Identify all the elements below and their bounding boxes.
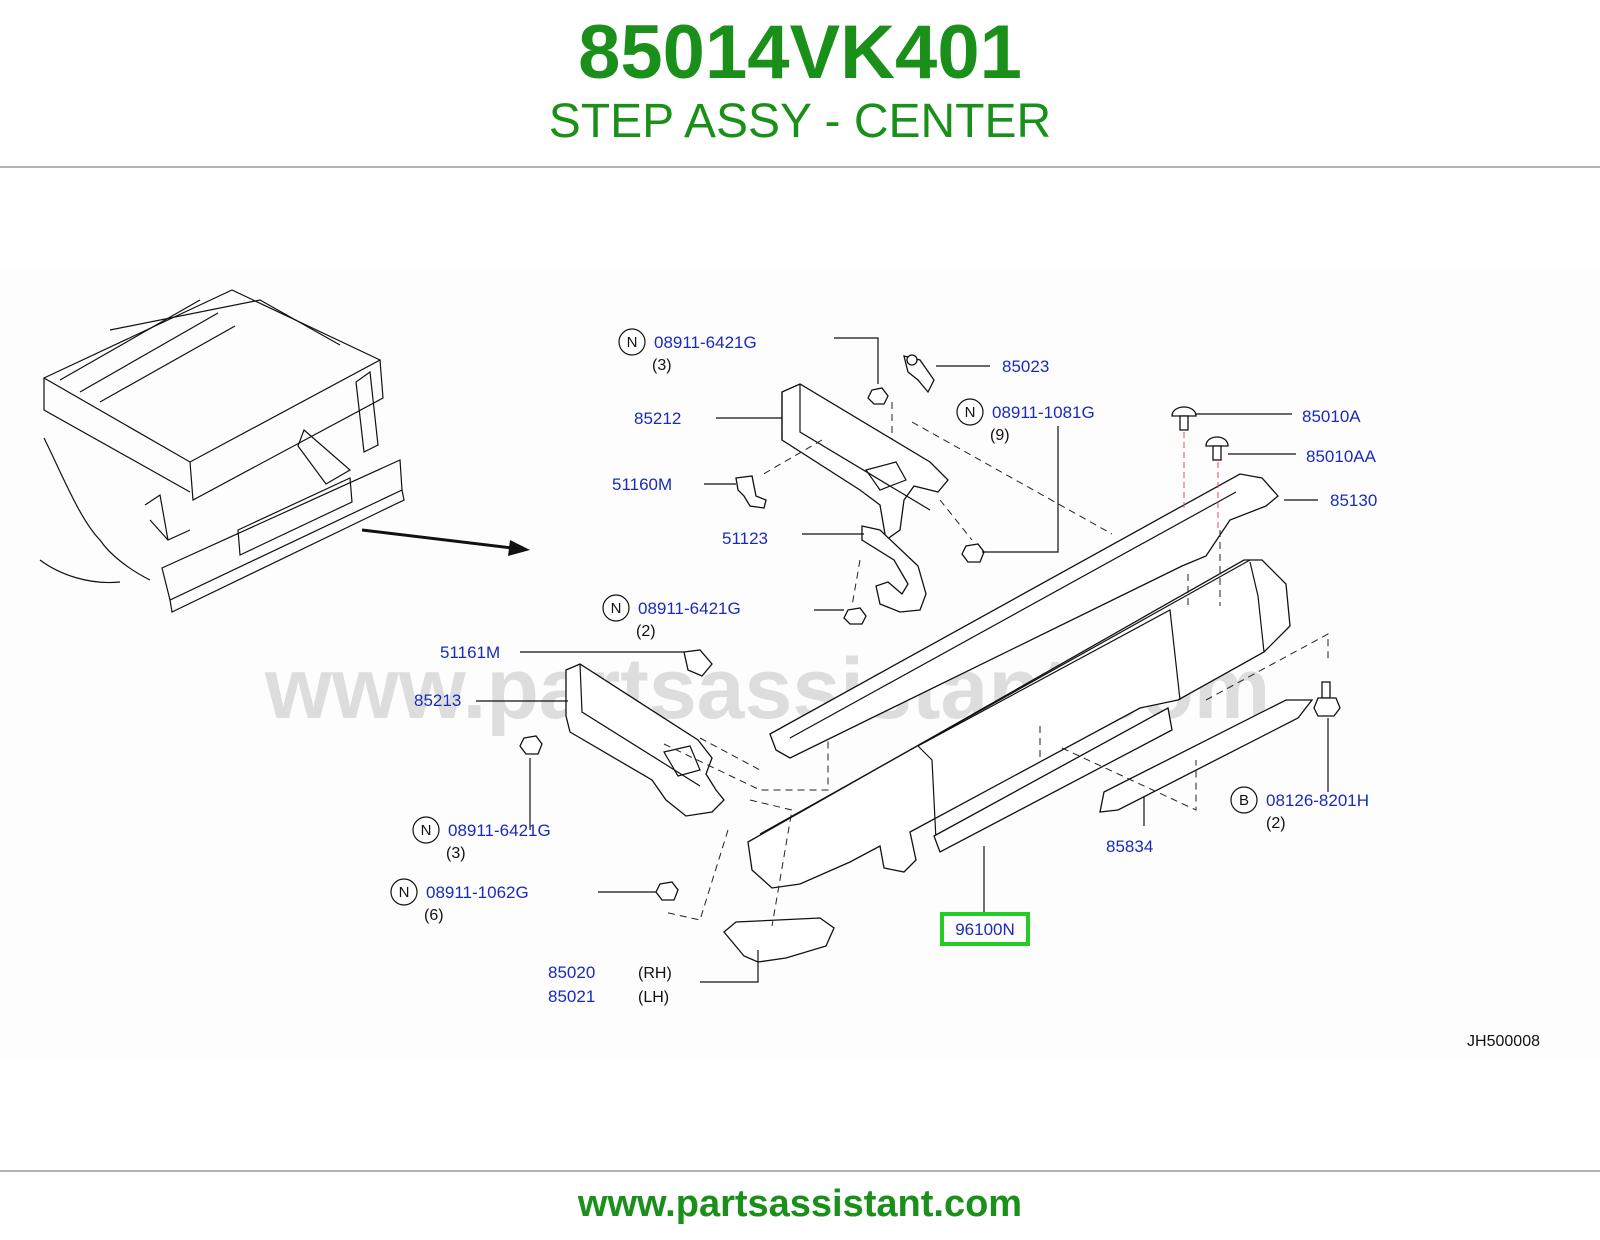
callout-label: 85834: [1106, 837, 1153, 856]
callout-qty: (3): [652, 357, 672, 374]
callout-label: 85213: [414, 691, 461, 710]
nut-08911-1081G: [961, 543, 985, 563]
callout-label: 51161M: [440, 643, 500, 662]
diagram-reference-code: JH500008: [1467, 1033, 1540, 1050]
part-number-title: 85014VK401: [578, 10, 1022, 95]
truck-rear-inset-illustration: [39, 289, 405, 613]
callout-qty: (6): [424, 907, 444, 924]
callout-85834[interactable]: 85834: [1106, 837, 1153, 856]
callout-51160M[interactable]: 51160M: [612, 475, 672, 494]
callout-label: 08911-1081G: [992, 403, 1095, 422]
callout-side: (RH): [638, 965, 672, 982]
part-name-subtitle: STEP ASSY - CENTER: [548, 95, 1052, 148]
callout-08911-6421G-middle[interactable]: N 08911-6421G (2): [602, 594, 741, 640]
clip-51161M-drawing: [683, 649, 713, 677]
callout-08911-6421G-upper[interactable]: N 08911-6421G (3): [618, 328, 757, 374]
callout-badge: N: [399, 884, 410, 901]
callout-badge: N: [421, 822, 432, 839]
callout-85010AA[interactable]: 85010AA: [1306, 447, 1377, 466]
callout-qty: (9): [990, 427, 1010, 444]
callout-label: 85010AA: [1306, 447, 1377, 466]
callout-96100N-highlighted[interactable]: 96100N: [940, 912, 1030, 946]
page-header: 85014VK401 STEP ASSY - CENTER: [0, 0, 1600, 168]
end-cap-85020-85021-drawing: [723, 917, 835, 963]
footer-website-link[interactable]: www.partsassistant.com: [577, 1183, 1023, 1225]
plate-85130-drawing: [769, 473, 1279, 759]
callout-badge: N: [627, 334, 638, 351]
callout-label: 51123: [722, 529, 768, 548]
callout-label: 51160M: [612, 475, 672, 494]
callout-label: 08911-6421G: [448, 821, 551, 840]
bolt-08126-8201H-drawing: [1313, 681, 1341, 717]
callout-label: 85010A: [1302, 407, 1361, 426]
exploded-parts-diagram: www.partsassistant.com: [39, 289, 1540, 1050]
direction-arrow: [361, 528, 530, 556]
header-divider: [0, 166, 1600, 168]
callout-badge: N: [611, 600, 622, 617]
callout-51123[interactable]: 51123: [722, 529, 768, 548]
clip-85010AA-drawing: [1205, 436, 1229, 461]
highlight-box: [940, 912, 1030, 946]
callout-qty: (2): [636, 623, 656, 640]
alignment-dashes: [663, 402, 1329, 927]
callout-85010A[interactable]: 85010A: [1302, 407, 1361, 426]
callout-08126-8201H[interactable]: B 08126-8201H (2): [1230, 786, 1369, 832]
clip-51160M-drawing: [735, 475, 767, 509]
nut-08911-6421G-middle: [843, 607, 867, 625]
callout-label: 96100N: [955, 920, 1015, 939]
nut-08911-6421G-upper: [867, 387, 889, 405]
callout-85130[interactable]: 85130: [1330, 491, 1377, 510]
callout-qty: (2): [1266, 815, 1286, 832]
hook-51123-drawing: [861, 525, 927, 613]
callout-08911-6421G-lower[interactable]: N 08911-6421G (3): [412, 816, 551, 862]
clip-85010A-drawing: [1171, 406, 1197, 431]
strip-85834-drawing: [1099, 699, 1314, 813]
callout-label: 85023: [1002, 357, 1049, 376]
parts-diagram-panel: www.partsassistant.com: [0, 268, 1600, 1058]
footer-divider: [0, 1170, 1600, 1172]
callout-08911-1081G[interactable]: N 08911-1081G (9): [956, 398, 1095, 444]
nut-08911-6421G-lower: [519, 735, 543, 755]
bumper-96100N-drawing: [747, 559, 1291, 889]
callout-qty: (3): [446, 845, 466, 862]
callout-85213[interactable]: 85213: [414, 691, 461, 710]
callout-label: 85130: [1330, 491, 1377, 510]
nut-08911-1062G-drawing: [655, 881, 679, 901]
callout-85020[interactable]: 85020 (RH): [548, 963, 672, 982]
bracket-85213-drawing: [565, 663, 725, 817]
bolt-85023-drawing: [903, 354, 935, 394]
callout-label: 08911-6421G: [638, 599, 741, 618]
callout-label: 85212: [634, 409, 681, 428]
callout-85021[interactable]: 85021 (LH): [548, 987, 669, 1006]
callout-85212[interactable]: 85212: [634, 409, 681, 428]
callout-08911-1062G[interactable]: N 08911-1062G (6): [390, 878, 529, 924]
callout-label: 85021: [548, 987, 595, 1006]
callout-side: (LH): [638, 989, 669, 1006]
callout-badge: N: [965, 404, 976, 421]
callout-leader-lines: [476, 337, 1329, 983]
callout-51161M[interactable]: 51161M: [440, 643, 500, 662]
callout-label: 08126-8201H: [1266, 791, 1369, 810]
bracket-85212-drawing: [781, 383, 949, 542]
callout-badge: B: [1239, 792, 1249, 809]
callout-label: 08911-6421G: [654, 333, 757, 352]
callout-label: 08911-1062G: [426, 883, 529, 902]
callout-label: 85020: [548, 963, 595, 982]
callout-85023[interactable]: 85023: [1002, 357, 1049, 376]
